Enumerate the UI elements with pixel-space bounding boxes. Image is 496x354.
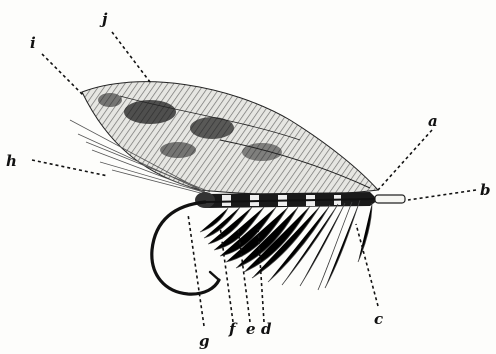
label-g: g xyxy=(199,332,210,350)
leader-j xyxy=(112,32,150,82)
label-f: f xyxy=(228,320,238,338)
wing xyxy=(82,82,378,195)
hackle-fibres xyxy=(200,200,372,290)
label-i: i xyxy=(30,34,36,52)
label-c: c xyxy=(374,310,383,328)
label-e: e xyxy=(246,320,256,338)
leader-i xyxy=(42,54,84,96)
label-d: d xyxy=(261,320,272,338)
label-h: h xyxy=(6,152,17,170)
leader-h xyxy=(32,160,108,176)
leader-b xyxy=(408,190,476,200)
label-b: b xyxy=(480,181,491,199)
label-j: j xyxy=(99,10,108,28)
label-a: a xyxy=(428,112,438,130)
leader-a xyxy=(378,130,432,190)
